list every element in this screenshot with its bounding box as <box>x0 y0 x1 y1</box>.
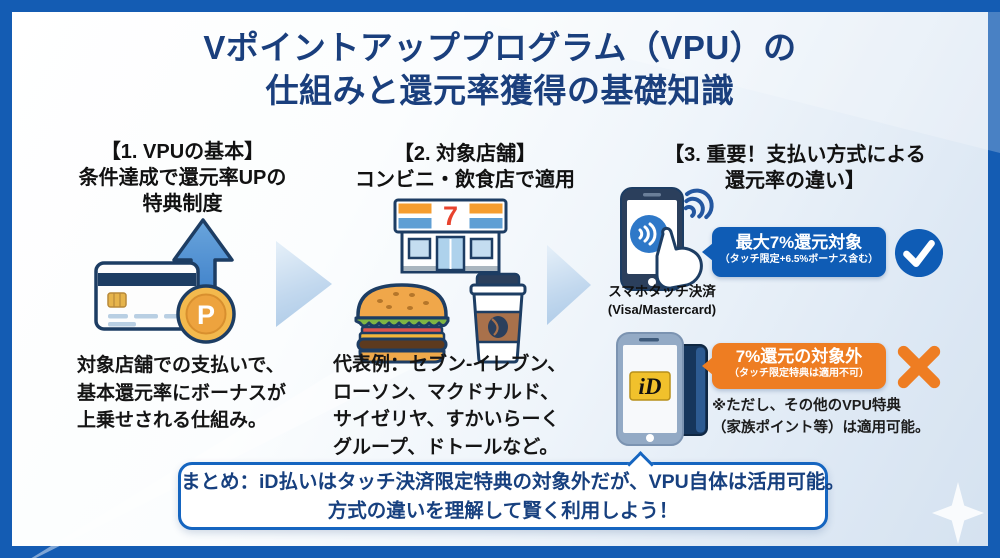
store-awning: 7 <box>393 198 508 234</box>
page-title: Vポイントアッププログラム（VPU）の 仕組みと還元率獲得の基礎知識 <box>0 26 1000 112</box>
cross-icon <box>897 345 941 389</box>
section1-description: 対象店舗での支払いで、 基本還元率にボーナスが 上乗せされる仕組み。 <box>77 355 287 431</box>
title-line-1: Vポイントアッププログラム（VPU）の <box>203 29 797 66</box>
smartphone-tap-pay-icon <box>620 187 714 291</box>
touch-pay-label: スマホタッチ決済 (Visa/Mastercard) <box>607 284 717 317</box>
coffee-cup-icon <box>469 272 527 364</box>
patty-layer <box>356 337 448 352</box>
summary-box: まとめ：iD払いはタッチ決済限定特典の対象外だが、VPU自体は活用可能。 方式の… <box>178 451 845 530</box>
badge-subtitle: （タッチ限定特典は適用不可） <box>729 368 869 379</box>
section1-heading: 【1. VPUの基本】 条件達成で還元率UPの 特典制度 <box>78 141 287 215</box>
id-pay-badge: 7%還元の対象外 （タッチ限定特典は適用不可） <box>712 343 886 389</box>
lettuce-layer <box>354 316 450 328</box>
id-pay-note: ※ただし、その他のVPU特典 （家族ポイント等）は適用可能。 <box>712 398 930 436</box>
chevron-right-icon <box>547 245 591 325</box>
chevron-right-icon <box>276 241 332 327</box>
title-line-2: 仕組みと還元率獲得の基礎知識 <box>265 72 735 109</box>
coin-letter: P <box>197 300 215 330</box>
convenience-store-icon: 7 <box>393 198 508 274</box>
touch-pay-badge: 最大7%還元対象 （タッチ限定+6.5%ボーナス含む） <box>712 227 886 277</box>
badge-title: 最大7%還元対象 <box>735 233 863 252</box>
store-sign-number: 7 <box>443 201 458 231</box>
card-arrow-coin-icon: P <box>94 218 236 344</box>
check-icon <box>894 228 944 278</box>
badge-subtitle: （タッチ限定+6.5%ボーナス含む） <box>719 254 879 265</box>
store-window <box>407 237 432 260</box>
sparkle-icon <box>932 482 984 544</box>
badge-title: 7%還元の対象外 <box>735 347 863 366</box>
section3-heading: 【3. 重要！支払い方式による 還元率の違い】 <box>664 144 926 192</box>
hand-icon <box>655 226 703 290</box>
id-pay-phone-icon: iD <box>616 332 708 446</box>
point-coin-icon: P <box>176 284 236 344</box>
hamburger-icon <box>354 283 450 364</box>
section2-description: 代表例：セブン-イレブン、 ローソン、マクドナルド、 サイゼリヤ、すかいらーく … <box>333 354 567 458</box>
store-window <box>469 237 494 260</box>
card-chip <box>107 292 127 308</box>
signal-waves-icon <box>683 188 714 220</box>
section2-heading: 【2. 対象店舗】 コンビニ・飲食店で適用 <box>355 143 575 191</box>
id-logo-text: iD <box>639 374 662 399</box>
summary-text: まとめ：iD払いはタッチ決済限定特典の対象外だが、VPU自体は活用可能。 方式の… <box>181 471 845 522</box>
id-logo: iD <box>629 371 671 401</box>
nfc-waves-icon <box>630 215 668 253</box>
credit-card-icon <box>94 261 200 331</box>
